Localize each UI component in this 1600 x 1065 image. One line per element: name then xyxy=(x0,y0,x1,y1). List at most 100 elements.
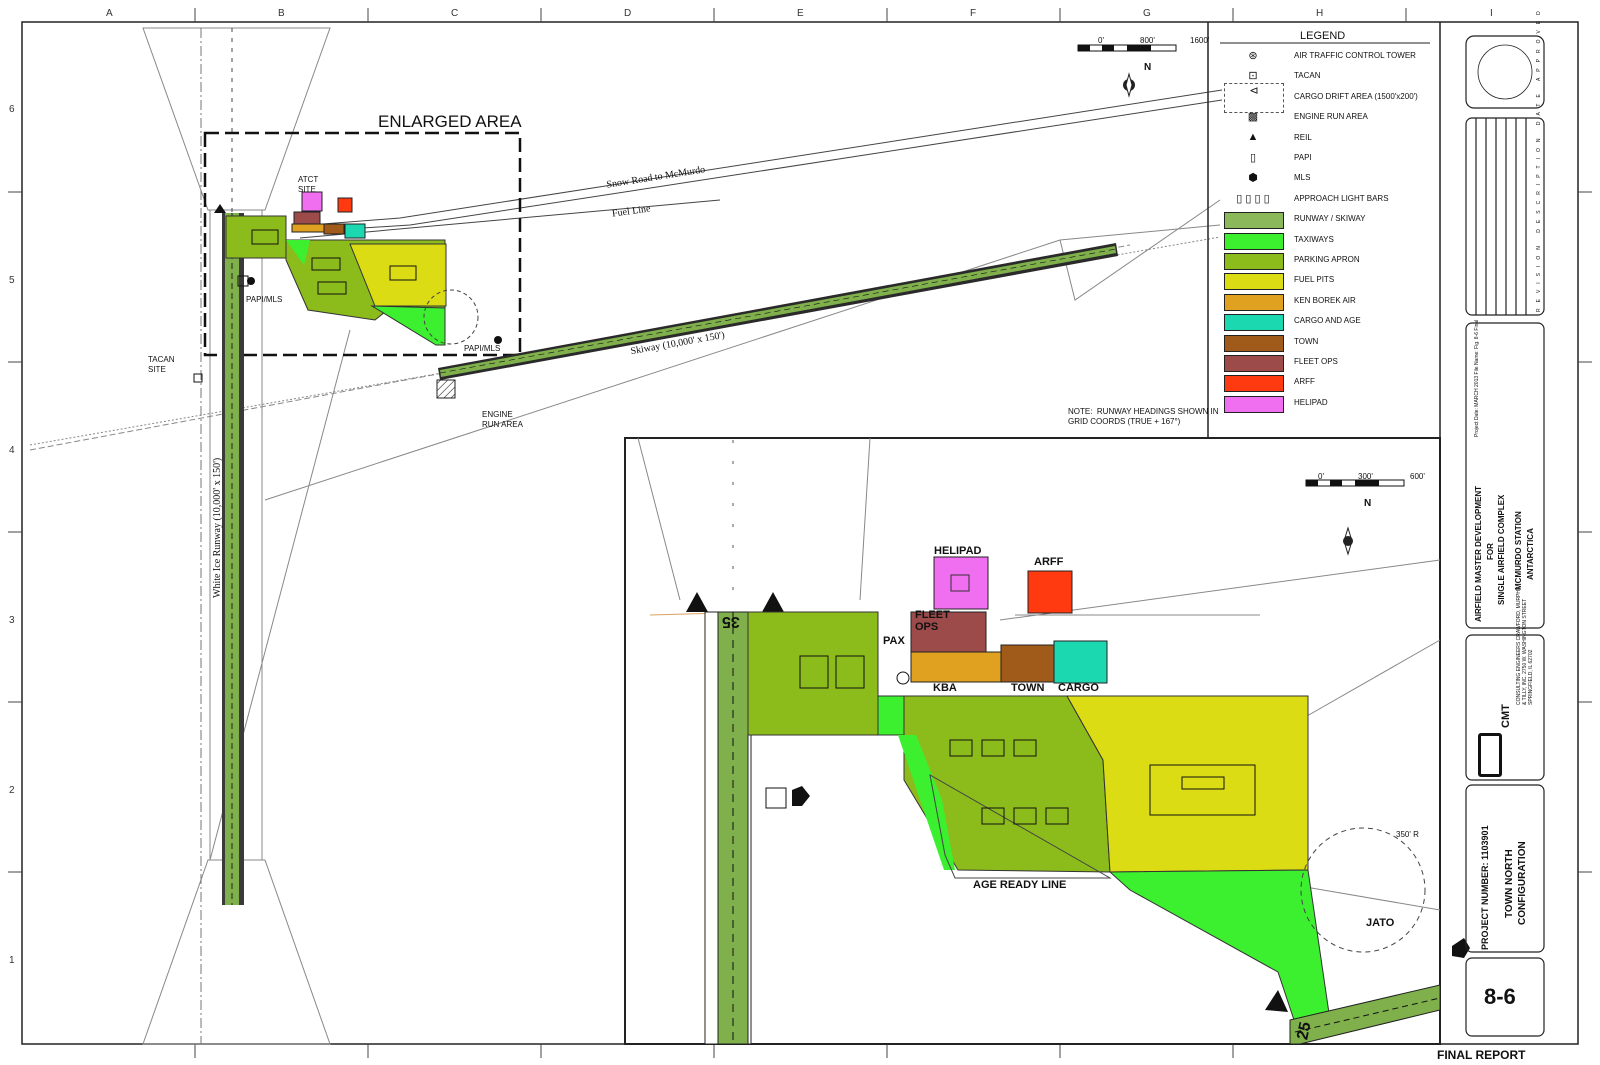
cargo-label: CARGO xyxy=(1058,682,1099,694)
rev-col-revision: REVISION xyxy=(1536,240,1542,312)
fleet-ops-pad xyxy=(910,611,987,653)
legend-swatch xyxy=(1224,314,1284,332)
sheet-title-1: TOWN NORTH xyxy=(1504,849,1515,918)
grid-col-i: I xyxy=(1490,8,1493,19)
arff-pad xyxy=(1027,570,1073,614)
mls-icon: ⬢ xyxy=(1248,172,1258,185)
legend-item: ▯ ▯ ▯ ▯ APPROACH LIGHT BARS xyxy=(1224,191,1464,209)
triangle-icon: ▲ xyxy=(1247,130,1259,143)
legend-item-label: FUEL PITS xyxy=(1294,275,1335,285)
white-ice-runway-label: White Ice Runway (10,000' x 150') xyxy=(212,457,223,598)
firm-name: CMT xyxy=(1500,704,1512,728)
legend-item: ARFF xyxy=(1224,374,1464,393)
project-title-2: FOR xyxy=(1486,543,1495,560)
legend-item: FLEET OPS xyxy=(1224,354,1464,372)
legend-item: TOWN xyxy=(1224,334,1464,352)
papi-icon: ▯ xyxy=(1249,152,1257,164)
north-label-main: N xyxy=(1144,62,1152,73)
legend-item-label: CARGO AND AGE xyxy=(1294,316,1361,326)
legend-item-label: ARFF xyxy=(1294,377,1315,387)
legend-item-label: PARKING APRON xyxy=(1294,255,1360,264)
legend-swatch xyxy=(1224,212,1284,230)
legend-item: ▩ENGINE RUN AREA xyxy=(1224,109,1464,127)
legend-item: ▲ REIL xyxy=(1224,130,1464,148)
helipad-label: HELIPAD xyxy=(934,545,982,557)
white-ice-runway xyxy=(200,28,244,1044)
location-2: ANTARCTICA xyxy=(1526,528,1535,580)
legend-item-label: CARGO DRIFT AREA (1500'x200') xyxy=(1294,91,1418,101)
enlarged-area-box xyxy=(203,131,522,357)
legend-swatch xyxy=(1224,293,1284,311)
runway-35-marking: 35 xyxy=(722,613,740,630)
grid-col-f: F xyxy=(970,8,977,19)
grid-col-d: D xyxy=(624,8,632,19)
tacan-icon: ⊡ xyxy=(1248,70,1258,83)
legend-swatch xyxy=(1224,232,1284,250)
scale-main-1600: 1600' xyxy=(1190,36,1210,45)
legend-item: ⊡TACAN xyxy=(1224,68,1464,86)
scale-bar-main xyxy=(1077,44,1177,52)
grid-row-3: 3 xyxy=(9,615,15,626)
legend-item-label: KEN BOREK AIR xyxy=(1294,295,1356,305)
legend-swatch xyxy=(1224,273,1284,291)
rev-col-date: DATE xyxy=(1536,88,1542,126)
town-pad xyxy=(1000,644,1055,683)
legend-item-label: APPROACH LIGHT BARS xyxy=(1294,193,1389,203)
skiway xyxy=(438,243,1118,380)
engine-run-area-label: ENGINE RUN AREA xyxy=(482,410,523,429)
firm-address: CONSULTING ENGINEERS CRAWFORD, MURPHY & … xyxy=(1516,586,1534,705)
drift-icon: ⊲ xyxy=(1224,82,1284,113)
north-arrow-main xyxy=(1123,72,1135,98)
legend-item-label: AIR TRAFFIC CONTROL TOWER xyxy=(1294,51,1416,60)
legend-item: TAXIWAYS xyxy=(1224,232,1464,250)
sheet-title-2: CONFIGURATION xyxy=(1517,841,1528,925)
grid-row-4: 4 xyxy=(9,445,15,456)
legend-item: ⬢MLS xyxy=(1224,170,1464,188)
lightbars-icon: ▯ ▯ ▯ ▯ xyxy=(1236,192,1270,205)
legend-item-label: TAXIWAYS xyxy=(1294,234,1334,244)
legend-item: HELIPAD xyxy=(1224,395,1464,413)
legend-item-label: PAPI xyxy=(1294,153,1312,162)
legend-item-label: HELIPAD xyxy=(1294,397,1328,407)
legend-swatch xyxy=(1224,355,1284,372)
revision-headers: REVISION DESCRIPTION DATE APPROVED xyxy=(1536,5,1542,312)
project-number-value: 1103901 xyxy=(1480,825,1490,860)
project-title-1: AIRFIELD MASTER DEVELOPMENT xyxy=(1474,485,1483,622)
figure-number: 8-6 xyxy=(1484,984,1516,1009)
enlarged-area-label: ENLARGED AREA xyxy=(378,112,522,131)
legend-item-label: FLEET OPS xyxy=(1294,357,1338,366)
approach-surface-south xyxy=(142,859,331,1045)
fuel-line xyxy=(299,199,721,239)
grid-col-a: A xyxy=(106,8,113,19)
project-title-3: SINGLE AIRFIELD COMPLEX xyxy=(1497,494,1506,605)
arff-label: ARFF xyxy=(1034,556,1064,568)
grid-row-6: 6 xyxy=(9,104,15,115)
legend-item: CARGO AND AGE xyxy=(1224,313,1464,332)
legend-item-label: REIL xyxy=(1294,132,1312,142)
legend-item: ⊲ CARGO DRIFT AREA (1500'x200') xyxy=(1224,82,1464,113)
town-label: TOWN xyxy=(1011,682,1045,694)
grid-row-5: 5 xyxy=(9,275,15,286)
runway-25-marking: 25 xyxy=(1294,1020,1315,1042)
legend-item-label: TOWN xyxy=(1294,336,1319,346)
engine-run-area-main xyxy=(436,379,456,399)
legend-swatch xyxy=(1224,253,1284,270)
snow-road xyxy=(309,89,1223,226)
fleet-ops-label: FLEET OPS xyxy=(915,609,950,633)
grid-col-e: E xyxy=(797,8,804,19)
scale-main-800: 800' xyxy=(1140,36,1155,45)
location-1: MCMURDO STATION xyxy=(1514,511,1523,590)
kba-label: KBA xyxy=(933,682,957,694)
atct-icon: ⊛ xyxy=(1248,50,1258,62)
legend-item: ⊛ AIR TRAFFIC CONTROL TOWER xyxy=(1224,48,1464,66)
age-ready-line-label: AGE READY LINE xyxy=(973,879,1067,891)
papi-mls-label-runway: PAPI/MLS xyxy=(246,295,283,304)
main-complex xyxy=(193,191,502,399)
legend-item: PARKING APRON xyxy=(1224,252,1464,270)
scale-inset-300: 300' xyxy=(1358,472,1373,481)
scale-inset-0: 0' xyxy=(1318,472,1324,481)
radius-label: 350' R xyxy=(1396,830,1419,839)
approach-surface-north xyxy=(142,27,331,211)
grid-col-b: B xyxy=(278,8,285,19)
